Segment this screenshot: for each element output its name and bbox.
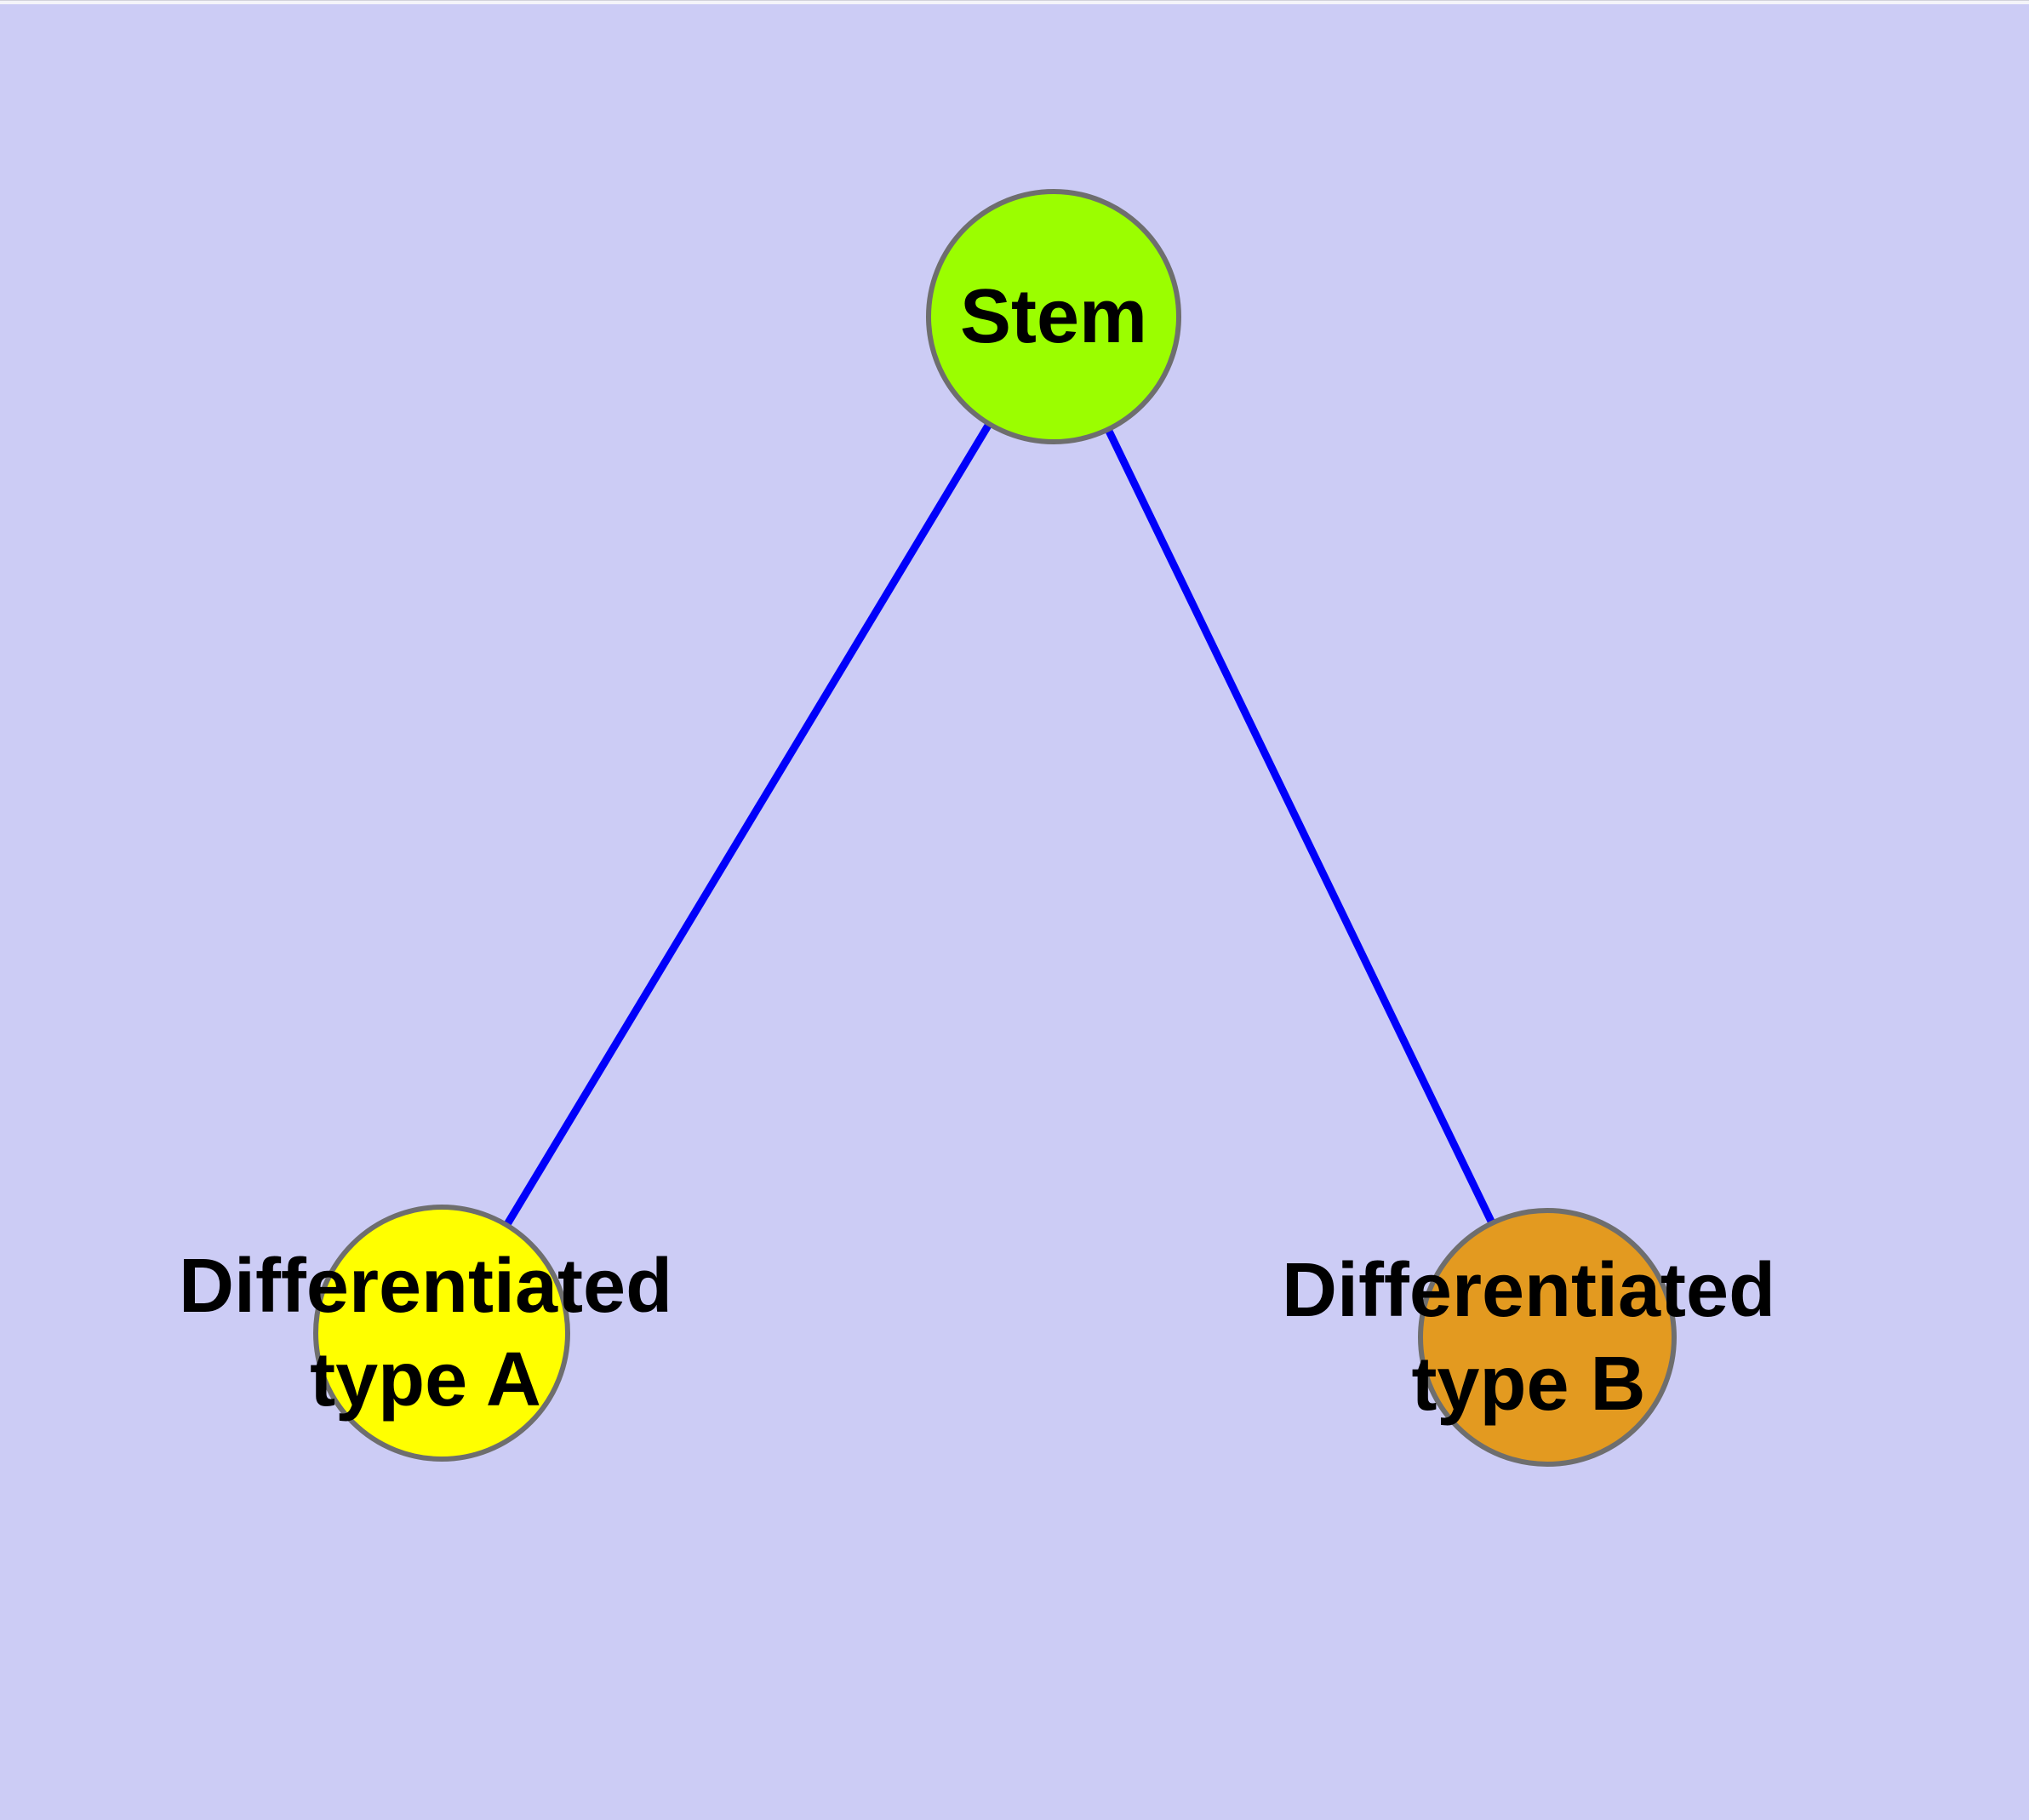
node-differentiated-type-b[interactable]: [1418, 1208, 1677, 1467]
node-stem[interactable]: [926, 189, 1181, 444]
node-differentiated-type-a-label: Differentiated type A: [179, 1239, 672, 1427]
node-stem-label-line: Stem: [959, 274, 1148, 359]
edge-stem-to-type-b: [1049, 315, 1552, 1339]
node-a-label-line-1: Differentiated: [178, 1244, 673, 1329]
node-differentiated-type-b-label: Differentiated type B: [1282, 1244, 1775, 1431]
node-stem-label: Stem: [960, 270, 1147, 363]
edge-stem-to-type-a: [438, 314, 1057, 1336]
node-b-label-line-2: type B: [1411, 1342, 1646, 1427]
node-differentiated-type-a[interactable]: [313, 1205, 570, 1462]
node-b-label-line-1: Differentiated: [1281, 1248, 1776, 1333]
window-top-strip: [0, 0, 2029, 4]
node-a-label-line-2: type A: [310, 1337, 541, 1422]
